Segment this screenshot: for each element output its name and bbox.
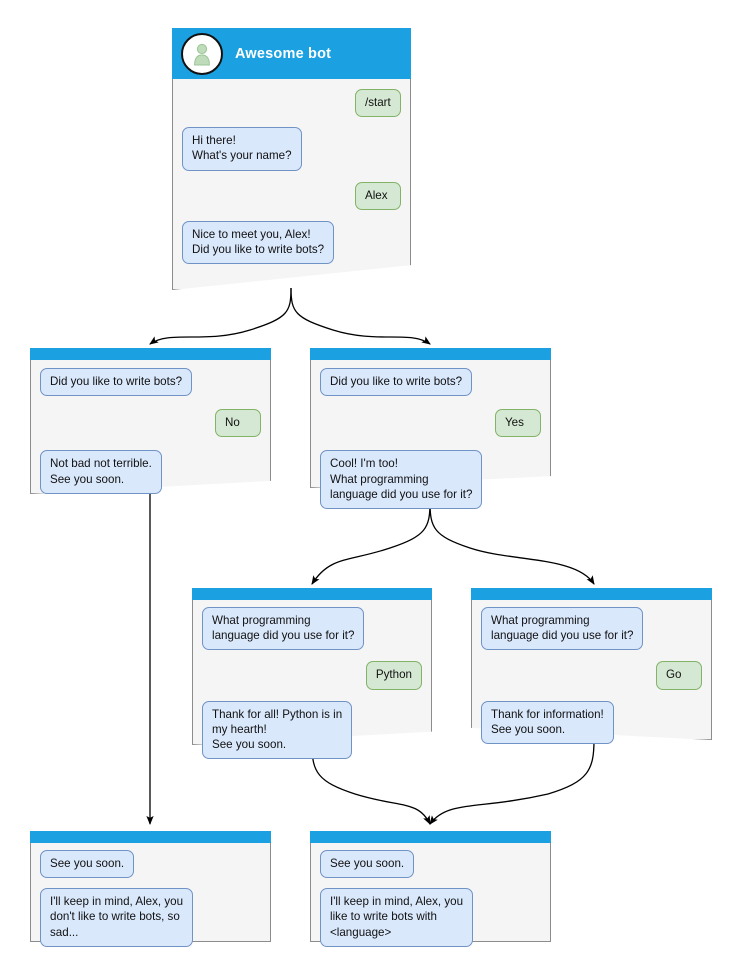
bot-message-bubble[interactable]: Did you like to write bots? <box>40 368 193 397</box>
card-body: Did you like to write bots? No Not bad n… <box>30 360 271 494</box>
user-message-bubble[interactable]: Yes <box>495 409 541 438</box>
card-answer-python[interactable]: What programming language did you use fo… <box>192 588 432 760</box>
card-body: See you soon. I'll keep in mind, Alex, y… <box>30 843 271 947</box>
person-icon <box>194 43 210 65</box>
message-row: Go <box>471 661 712 690</box>
bot-message-bubble[interactable]: What programming language did you use fo… <box>481 607 644 651</box>
bot-message-bubble[interactable]: I'll keep in mind, Alex, you like to wri… <box>320 888 474 947</box>
message-row: /start <box>172 89 411 118</box>
card-header: Awesome bot <box>172 28 411 79</box>
message-row: See you soon. <box>30 850 271 879</box>
message-row: What programming language did you use fo… <box>471 607 712 651</box>
card-answer-no[interactable]: Did you like to write bots? No Not bad n… <box>30 348 271 494</box>
message-row: Cool! I'm too! What programming language… <box>310 450 551 510</box>
message-row: Thank for information! See you soon. <box>471 700 712 745</box>
card-body: What programming language did you use fo… <box>192 600 432 760</box>
user-message-bubble[interactable]: Python <box>365 661 422 690</box>
card-end-happy[interactable]: See you soon. I'll keep in mind, Alex, y… <box>310 831 551 947</box>
card-header <box>471 588 712 600</box>
message-row: What programming language did you use fo… <box>192 607 432 651</box>
message-row: Did you like to write bots? <box>310 368 551 397</box>
user-message-bubble[interactable]: Alex <box>355 181 401 210</box>
card-body: /start Hi there! What's your name? Alex … <box>172 79 411 265</box>
bot-message-bubble[interactable]: What programming language did you use fo… <box>202 607 365 651</box>
message-row: Nice to meet you, Alex! Did you like to … <box>172 220 411 265</box>
user-message-bubble[interactable]: No <box>215 409 261 438</box>
message-row: Alex <box>172 181 411 210</box>
card-body: See you soon. I'll keep in mind, Alex, y… <box>310 843 551 947</box>
card-header <box>310 348 551 360</box>
bot-message-bubble[interactable]: See you soon. <box>320 850 415 879</box>
card-awesome-bot[interactable]: Awesome bot /start Hi there! What's your… <box>172 28 411 290</box>
message-row: See you soon. <box>310 850 551 879</box>
user-message-bubble[interactable]: /start <box>355 89 401 118</box>
card-header <box>30 831 271 843</box>
bot-message-bubble[interactable]: Cool! I'm too! What programming language… <box>320 450 483 510</box>
card-end-sad[interactable]: See you soon. I'll keep in mind, Alex, y… <box>30 831 271 947</box>
card-header <box>192 588 432 600</box>
bot-message-bubble[interactable]: See you soon. <box>40 850 135 879</box>
card-answer-yes[interactable]: Did you like to write bots? Yes Cool! I'… <box>310 348 551 510</box>
message-row: Yes <box>310 409 551 438</box>
bot-message-bubble[interactable]: Hi there! What's your name? <box>182 127 302 171</box>
message-row: I'll keep in mind, Alex, you don't like … <box>30 888 271 947</box>
bot-title: Awesome bot <box>235 45 332 62</box>
message-row: Python <box>192 661 432 690</box>
bot-message-bubble[interactable]: Nice to meet you, Alex! Did you like to … <box>182 220 335 265</box>
user-message-bubble[interactable]: Go <box>656 661 702 690</box>
edge-yes-to-python <box>311 501 431 585</box>
card-header <box>310 831 551 843</box>
card-answer-go[interactable]: What programming language did you use fo… <box>471 588 712 745</box>
message-row: Thank for all! Python is in my hearth! S… <box>192 700 432 760</box>
bot-message-bubble[interactable]: Thank for all! Python is in my hearth! S… <box>202 700 353 760</box>
card-body: Did you like to write bots? Yes Cool! I'… <box>310 360 551 510</box>
edge-go-to-end-happy <box>429 739 595 825</box>
card-body: What programming language did you use fo… <box>471 600 712 745</box>
avatar <box>181 32 223 75</box>
edge-root-to-yes <box>290 287 431 345</box>
edge-root-to-no <box>149 287 292 345</box>
message-row: Not bad not terrible. See you soon. <box>30 450 271 494</box>
message-row: Did you like to write bots? <box>30 368 271 397</box>
message-row: No <box>30 409 271 438</box>
bot-message-bubble[interactable]: I'll keep in mind, Alex, you don't like … <box>40 888 194 947</box>
bot-message-bubble[interactable]: Thank for information! See you soon. <box>481 700 614 745</box>
edge-yes-to-go <box>429 501 595 585</box>
bot-message-bubble[interactable]: Not bad not terrible. See you soon. <box>40 450 162 494</box>
card-header <box>30 348 271 360</box>
message-row: I'll keep in mind, Alex, you like to wri… <box>310 888 551 947</box>
bot-message-bubble[interactable]: Did you like to write bots? <box>320 368 473 397</box>
message-row: Hi there! What's your name? <box>172 127 411 171</box>
